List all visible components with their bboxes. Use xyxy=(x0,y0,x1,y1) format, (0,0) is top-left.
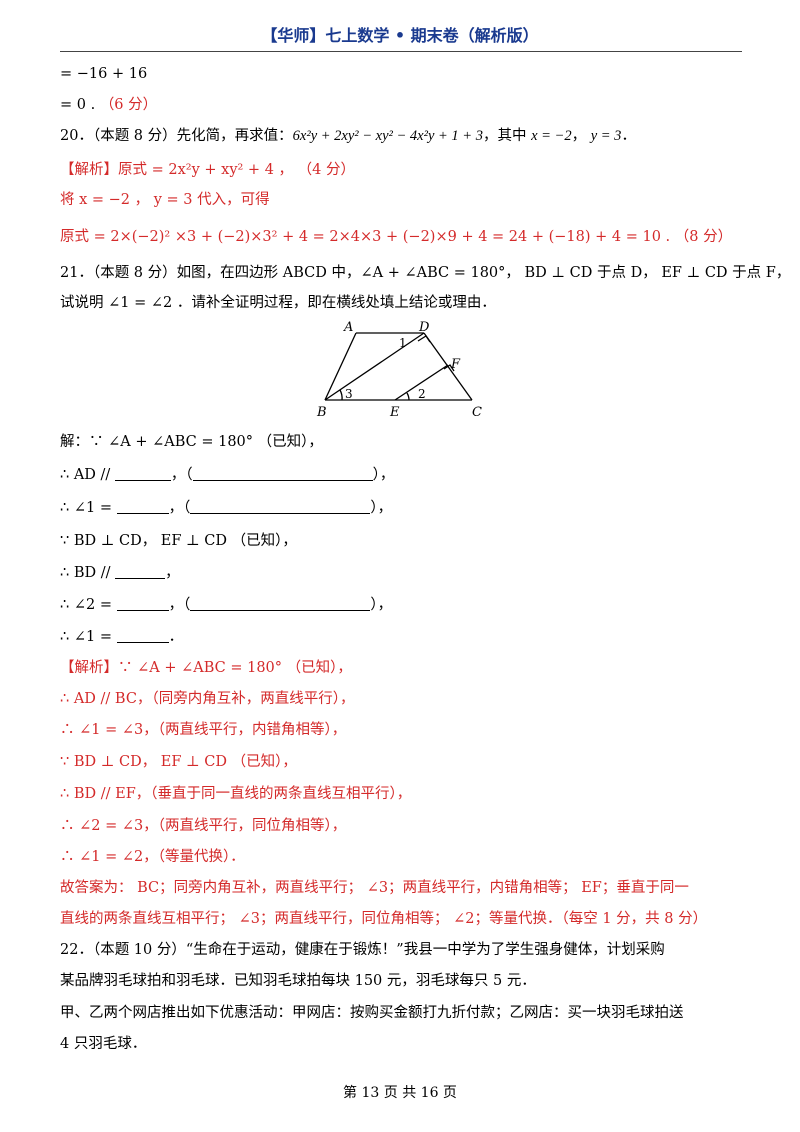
proof-step-3: ∴ ∠1 = ，（）， xyxy=(60,499,393,516)
answer-21-line1: 【解析】∵ ∠A + ∠ABC = 180° （已知）， xyxy=(60,660,352,676)
label-E: E xyxy=(389,405,400,420)
question-22-line4: 4 只羽毛球． xyxy=(60,1036,147,1052)
answer-21-line3: ∴ ∠1 = ∠3，（两直线平行，内错角相等）， xyxy=(60,722,347,738)
fill-blank[interactable] xyxy=(114,466,171,481)
proof-step-7: ∴ ∠1 = ． xyxy=(60,628,184,645)
geometry-figure: A D F B E C 1 2 3 xyxy=(316,320,482,420)
angle-label-3: 3 xyxy=(345,387,353,401)
question-22-line3: 甲、乙两个网店推出如下优惠活动：甲网店：按购买金额打九折付款；乙网店：买一块羽毛… xyxy=(60,1005,684,1021)
fill-blank[interactable] xyxy=(192,466,373,481)
label-D: D xyxy=(418,320,430,335)
proof-step-2: ∴ AD // ，（）， xyxy=(60,466,395,483)
answer-21-line4: ∵ BD ⊥ CD， EF ⊥ CD （已知）， xyxy=(60,754,297,770)
header-rule xyxy=(60,51,742,52)
fill-blank[interactable] xyxy=(190,596,371,611)
question-20: 20．（本题 8 分）先化简，再求值：6x²y + 2xy² − xy² − 4… xyxy=(60,128,636,144)
angle-label-1: 1 xyxy=(399,336,407,350)
fill-blank[interactable] xyxy=(116,499,169,514)
question-22-line2: 某品牌羽毛球拍和羽毛球．已知羽毛球拍每块 150 元，羽毛球每只 5 元． xyxy=(60,973,536,989)
question-21-line2: 试说明 ∠1 = ∠2 ．请补全证明过程，即在横线处填上结论或理由． xyxy=(60,295,496,311)
proof-step-6: ∴ ∠2 = ，（）， xyxy=(60,596,393,613)
proof-step-4: ∵ BD ⊥ CD， EF ⊥ CD （已知）， xyxy=(60,533,297,549)
text-line: = 0 . （6 分） xyxy=(60,97,158,113)
label-F: F xyxy=(450,357,461,372)
label-C: C xyxy=(472,405,482,420)
fill-blank[interactable] xyxy=(116,596,169,611)
question-22-line1: 22．（本题 10 分）“生命在于运动，健康在于锻炼！”我县一中学为了学生强身健… xyxy=(60,942,665,958)
fill-blank[interactable] xyxy=(190,499,371,514)
page-header-title: 【华师】七上数学 • 期末卷（解析版） xyxy=(261,26,539,45)
answer-21-line5: ∴ BD // EF，（垂直于同一直线的两条直线互相平行）， xyxy=(60,786,412,802)
angle-label-2: 2 xyxy=(418,387,426,401)
text-line: = −16 + 16 xyxy=(60,66,148,82)
answer-21-summary-2: 直线的两条直线互相平行； ∠3；两直线平行，同位角相等； ∠2；等量代换．（每空… xyxy=(60,911,708,927)
proof-step-1: 解：∵ ∠A + ∠ABC = 180° （已知）， xyxy=(60,434,323,450)
fill-blank[interactable] xyxy=(116,628,169,643)
answer-20-line3: 原式 = 2×(−2)² ×3 + (−2)×3² + 4 = 2×4×3 + … xyxy=(60,229,733,245)
label-B: B xyxy=(316,405,327,420)
answer-20-line2: 将 x = −2 ， y = 3 代入，可得 xyxy=(60,192,270,208)
answer-21-line2: ∴ AD // BC，（同旁内角互补，两直线平行）， xyxy=(60,691,355,707)
answer-21-line6: ∴ ∠2 = ∠3，（两直线平行，同位角相等）， xyxy=(60,818,347,834)
answer-21-line7: ∴ ∠1 = ∠2，（等量代换）． xyxy=(60,849,245,865)
answer-20-line1: 【解析】原式 = 2x²y + xy² + 4 ， （4 分） xyxy=(60,162,355,178)
proof-step-5: ∴ BD // ， xyxy=(60,564,180,581)
label-A: A xyxy=(343,320,353,335)
fill-blank[interactable] xyxy=(115,564,166,579)
page-footer: 第 13 页 共 16 页 xyxy=(343,1085,457,1101)
question-21-line1: 21．（本题 8 分）如图，在四边形 ABCD 中，∠A + ∠ABC = 18… xyxy=(60,265,791,281)
answer-21-summary-1: 故答案为： BC；同旁内角互补，两直线平行； ∠3；两直线平行，内错角相等； E… xyxy=(60,880,689,896)
